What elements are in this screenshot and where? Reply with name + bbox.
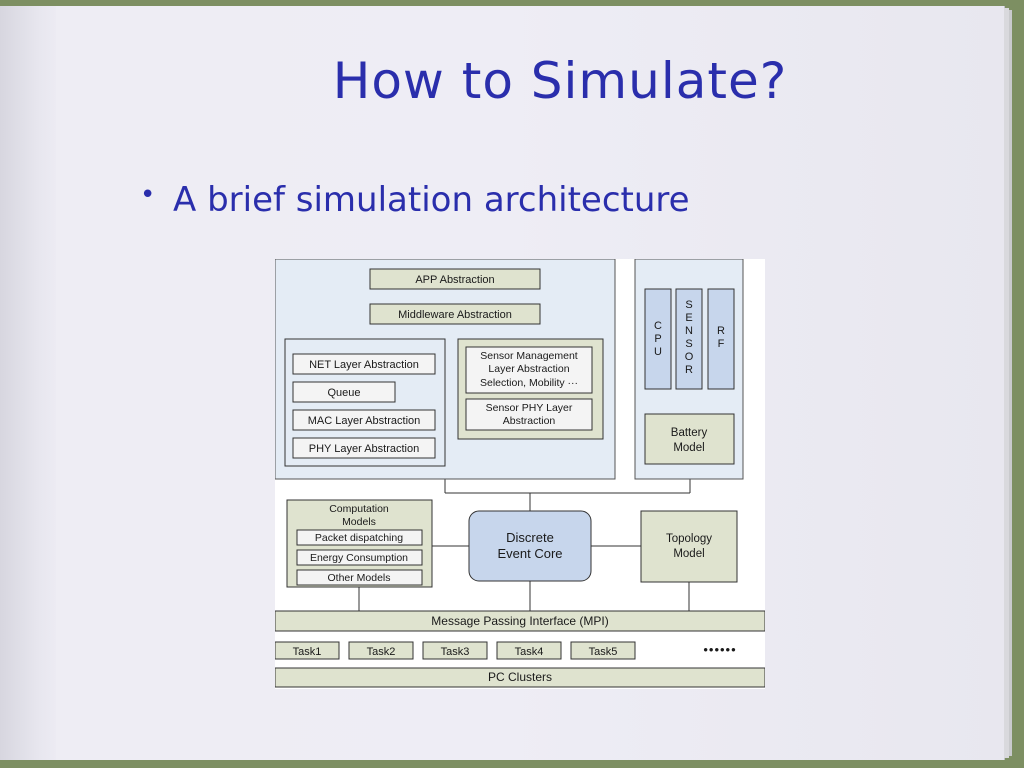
- sensor-letter-4: S: [685, 338, 692, 350]
- computation-models-line-2: Models: [342, 516, 376, 528]
- task-box-4: [496, 641, 562, 660]
- sensor-phy-box: [465, 398, 593, 431]
- sensor-letter-2: E: [685, 312, 692, 324]
- net-layer-label: NET Layer Abstraction: [309, 359, 419, 371]
- battery-model-box: [644, 413, 735, 465]
- phy-layer-label: PHY Layer Abstraction: [309, 443, 419, 455]
- rf-box: [707, 288, 735, 390]
- cpu-box: [644, 288, 672, 390]
- packet-dispatching-label: Packet dispatching: [315, 532, 403, 544]
- net-layer-box: [292, 353, 436, 375]
- energy-consumption-box: [296, 549, 423, 566]
- sensor-letter-6: R: [685, 364, 693, 376]
- sensor-management-line-3: Selection, Mobility ···: [480, 377, 578, 389]
- middleware-abstraction-box: [369, 303, 541, 325]
- discrete-event-core-box: [468, 510, 592, 582]
- packet-dispatching-box: [296, 529, 423, 546]
- pc-clusters-label: PC Clusters: [488, 670, 552, 684]
- other-models-label: Other Models: [327, 572, 390, 584]
- sensor-management-line-2: Layer Abstraction: [488, 363, 569, 375]
- task-label-1: Task1: [293, 646, 322, 658]
- sensor-letter-5: O: [685, 351, 694, 363]
- task-box-3: [422, 641, 488, 660]
- mpi-bar: [275, 610, 765, 632]
- task-box-5: [570, 641, 636, 660]
- sensor-box: [675, 288, 703, 390]
- task-label-5: Task5: [589, 646, 618, 658]
- mac-layer-label: MAC Layer Abstraction: [308, 415, 421, 427]
- queue-box: [292, 381, 396, 403]
- middleware-abstraction-label: Middleware Abstraction: [398, 309, 512, 321]
- sensor-phy-line-2: Abstraction: [503, 415, 556, 427]
- task-box-2: [348, 641, 414, 660]
- rf-letter-1: R: [717, 325, 725, 337]
- cpu-letter-1: C: [654, 320, 662, 332]
- sensor-letter-1: S: [685, 299, 692, 311]
- topology-model-line-2: Model: [673, 548, 704, 560]
- app-abstraction-box: [369, 268, 541, 290]
- page-fold-shadow: [0, 6, 56, 760]
- more-tasks-ellipsis: ••••••: [703, 642, 736, 657]
- architecture-diagram: APP Abstraction Middleware Abstraction N…: [275, 259, 765, 689]
- battery-model-line-2: Model: [673, 442, 704, 454]
- task-label-2: Task2: [367, 646, 396, 658]
- phy-layer-box: [292, 437, 436, 459]
- slide-title: How to Simulate?: [332, 52, 788, 110]
- queue-label: Queue: [327, 387, 360, 399]
- sensor-phy-line-1: Sensor PHY Layer: [486, 402, 573, 414]
- sensor-management-line-1: Sensor Management: [480, 350, 578, 362]
- page-stack-edge: [1004, 8, 1009, 758]
- bullet-marker: •: [140, 180, 156, 210]
- task-label-4: Task4: [515, 646, 544, 658]
- pc-clusters-bar: [275, 667, 765, 688]
- cpu-letter-2: P: [654, 333, 661, 345]
- computation-models-line-1: Computation: [329, 503, 389, 515]
- mpi-label: Message Passing Interface (MPI): [431, 614, 608, 628]
- sensor-management-box: [465, 346, 593, 394]
- mac-layer-box: [292, 409, 436, 431]
- task-label-3: Task3: [441, 646, 470, 658]
- discrete-event-core-line-2: Event Core: [497, 546, 562, 561]
- topology-model-box: [640, 510, 738, 583]
- energy-consumption-label: Energy Consumption: [310, 552, 408, 564]
- cpu-letter-3: U: [654, 346, 662, 358]
- discrete-event-core-line-1: Discrete: [506, 530, 554, 545]
- page-stack-edge-2: [1009, 10, 1012, 756]
- app-abstraction-label: APP Abstraction: [415, 274, 494, 286]
- topology-model-line-1: Topology: [666, 533, 712, 545]
- battery-model-line-1: Battery: [671, 427, 708, 439]
- other-models-box: [296, 569, 423, 586]
- rf-letter-2: F: [718, 338, 725, 350]
- sensor-letter-3: N: [685, 325, 693, 337]
- bullet-text: A brief simulation architecture: [173, 180, 690, 220]
- task-box-1: [275, 641, 340, 660]
